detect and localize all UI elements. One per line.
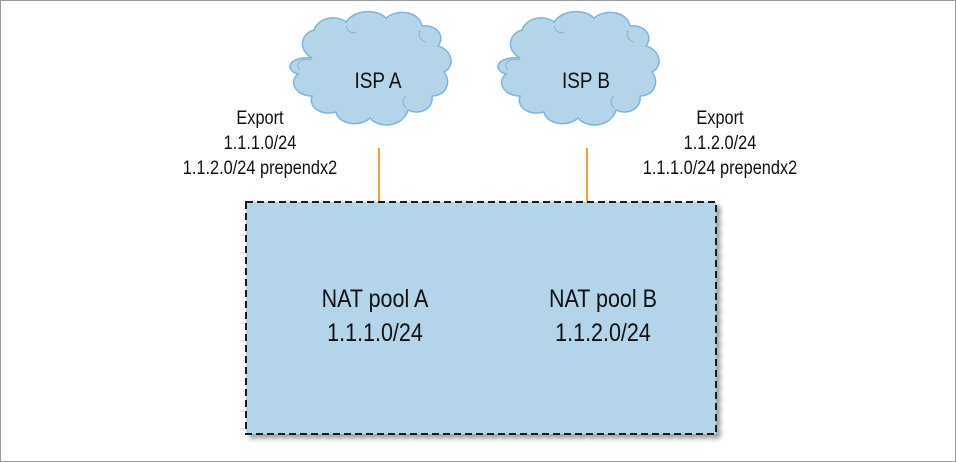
nat-pool-prefix: 1.1.2.0/24 [555,319,651,347]
export-isp-b: Export 1.1.2.0/24 1.1.1.0/24 prependx2 [625,106,814,181]
nat-pool-b: NAT pool B 1.1.2.0/24 [530,282,676,350]
nat-pool-a: NAT pool A 1.1.1.0/24 [302,282,448,350]
export-isp-a: Export 1.1.1.0/24 1.1.2.0/24 prependx2 [165,106,354,181]
export-route-prepended: 1.1.1.0/24 prependx2 [642,158,798,179]
isp-a-label: ISP A [354,68,402,93]
isp-b-cloud [497,10,660,126]
isp-b-label: ISP B [561,68,611,93]
export-title: Export [236,108,284,129]
export-route: 1.1.1.0/24 [223,133,297,154]
export-route: 1.1.2.0/24 [683,133,757,154]
nat-pool-name: NAT pool B [549,285,657,313]
nat-box [245,201,717,435]
nat-pool-prefix: 1.1.1.0/24 [327,319,423,347]
export-title: Export [696,108,744,129]
nat-pool-name: NAT pool A [321,285,429,313]
isp-a-cloud [289,10,452,126]
export-route-prepended: 1.1.2.0/24 prependx2 [182,158,338,179]
